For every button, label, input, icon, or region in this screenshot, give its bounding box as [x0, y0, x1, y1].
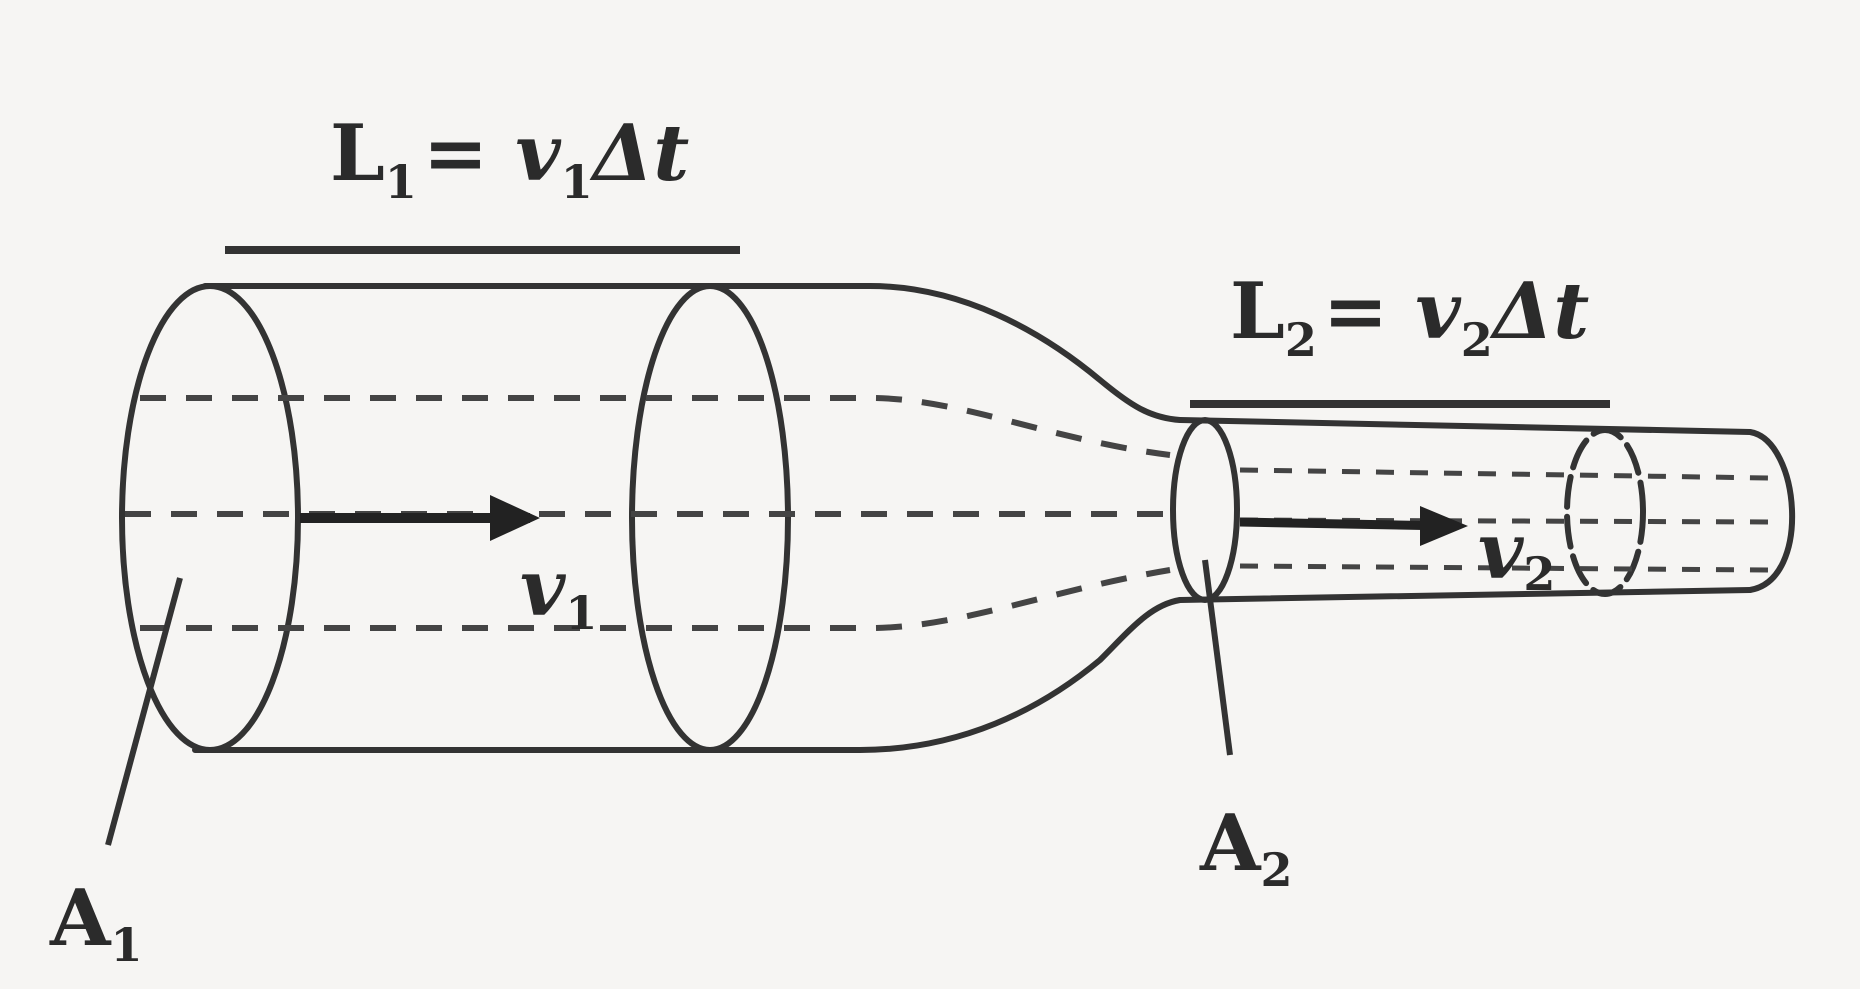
- narrow-streamline-top: [1239, 467, 1771, 481]
- a1-label: A1: [49, 873, 143, 972]
- streamline-top: [140, 395, 1171, 458]
- v2-label: v2: [1478, 506, 1555, 601]
- wide-pipe-bottom-edge: [192, 597, 1183, 753]
- v2-velocity-arrow: [1239, 517, 1451, 531]
- a2-label: A2: [1199, 798, 1293, 897]
- narrow-pipe-end-cap: [1747, 429, 1795, 593]
- wide-pipe-top-edge: [202, 283, 1183, 423]
- l1-label: L1= v1Δt: [330, 108, 689, 209]
- narrow-streamline-middle: [1239, 517, 1781, 525]
- l2-label: L2= v2Δt: [1230, 266, 1589, 367]
- streamline-bottom: [140, 567, 1171, 631]
- v2-arrowhead: [1420, 506, 1468, 546]
- a1-leader-line: [105, 577, 183, 846]
- narrow-pipe-top-edge: [1177, 417, 1753, 435]
- cross-section-a1-ellipse: [119, 283, 301, 753]
- a2-leader-line: [1202, 559, 1233, 756]
- narrow-pipe-bottom-edge: [1177, 587, 1753, 603]
- cross-section-l2-end-ellipse: [1564, 427, 1646, 597]
- v1-arrowhead: [490, 495, 540, 541]
- cross-section-a2-ellipse: [1170, 417, 1240, 603]
- v1-label: v1: [520, 543, 597, 640]
- cross-section-l1-end-ellipse: [629, 283, 791, 753]
